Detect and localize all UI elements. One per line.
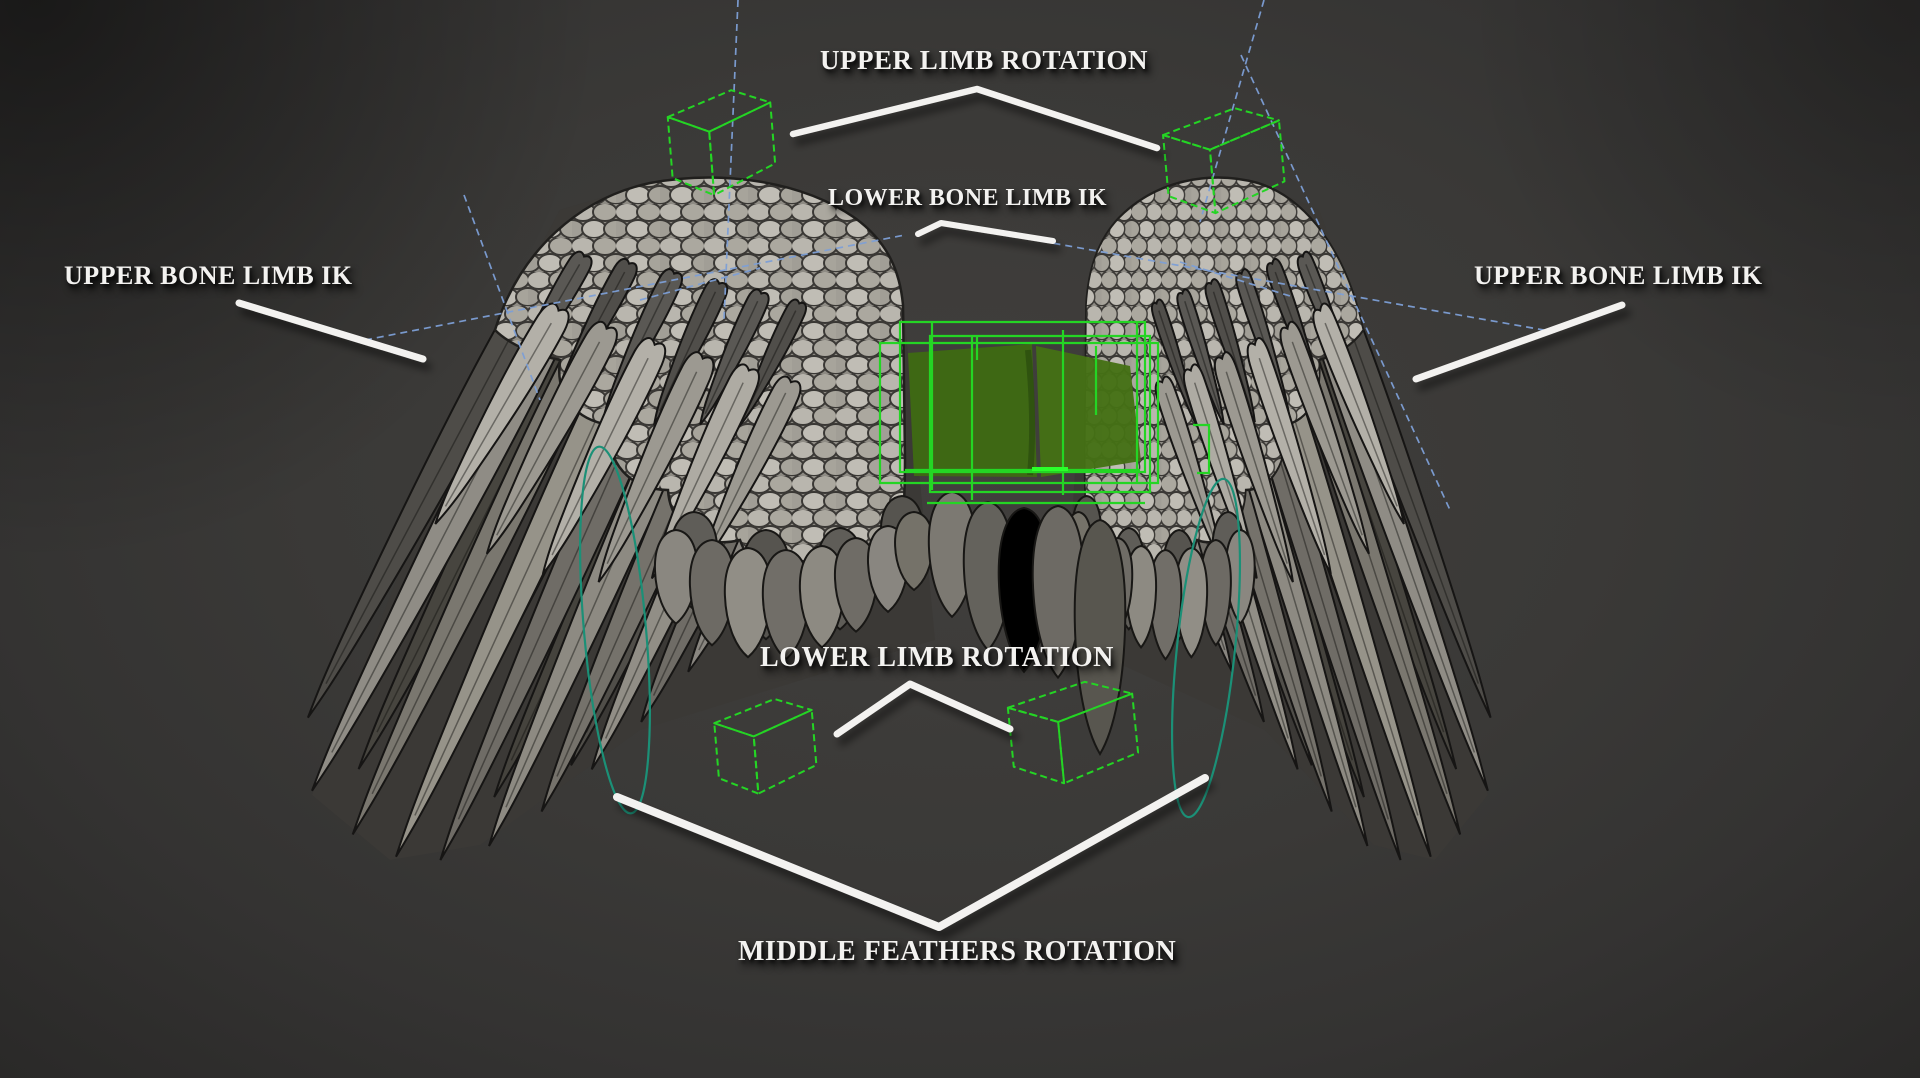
upper-limb-rotation-pointer <box>789 85 1161 152</box>
upper-bone-limb-ik-pointer-left <box>235 299 427 363</box>
annotation-lines <box>235 85 1626 931</box>
lower-limb-rotation-pointer <box>833 680 1014 738</box>
ik-bone-lines <box>364 0 1556 511</box>
label-upper-limb-rotation: UPPER LIMB ROTATION <box>820 45 1149 75</box>
controller-curves <box>568 444 1252 820</box>
ik-bone-line[interactable] <box>723 0 739 321</box>
selected-control-box[interactable] <box>878 320 1211 505</box>
ik-bone-line[interactable] <box>1199 0 1265 223</box>
lower-bone-limb-ik-pointer <box>915 220 1056 244</box>
middle-feathers <box>927 490 1125 754</box>
middle-feathers-rotation-pointer <box>613 774 1209 931</box>
label-upper-bone-limb-ik-left: UPPER BONE LIMB IK <box>64 261 353 290</box>
middle-feathers-curve-left[interactable] <box>568 444 662 816</box>
label-lower-bone-limb-ik: LOWER BONE LIMB IK <box>828 185 1108 211</box>
label-upper-bone-limb-ik-right: UPPER BONE LIMB IK <box>1474 261 1763 290</box>
ik-bone-line[interactable] <box>639 267 761 301</box>
ik-bone-line[interactable] <box>1017 236 1556 333</box>
lower-limb-rotation-cube-left[interactable] <box>713 697 818 795</box>
ik-bone-line[interactable] <box>463 194 541 401</box>
right-wing <box>1064 178 1501 868</box>
label-middle-feathers-rotation: MIDDLE FEATHERS ROTATION <box>738 936 1177 967</box>
upper-bone-limb-ik-pointer-right <box>1412 301 1626 383</box>
middle-feathers-curve-right[interactable] <box>1159 476 1252 820</box>
ik-bone-line[interactable] <box>364 234 906 341</box>
left-wing <box>293 178 935 868</box>
label-lower-limb-rotation: LOWER LIMB ROTATION <box>760 642 1114 673</box>
